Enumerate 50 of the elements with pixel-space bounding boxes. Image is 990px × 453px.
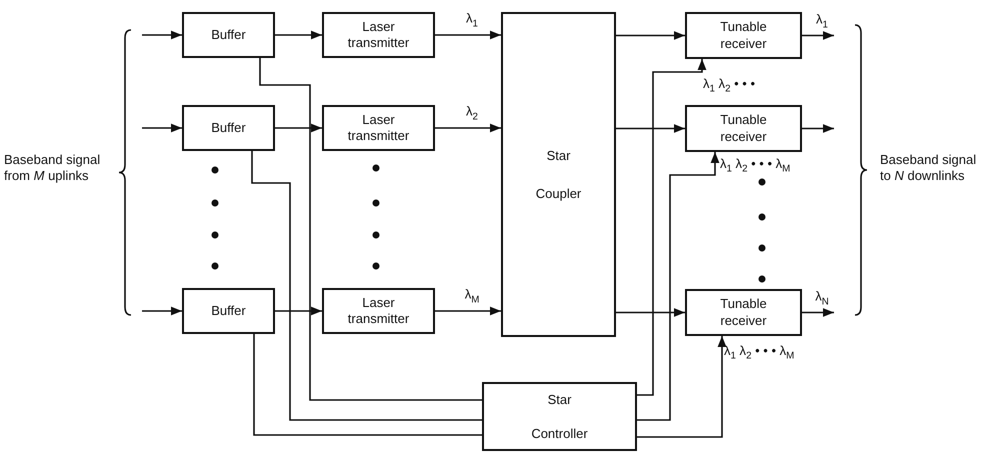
process-box [182, 288, 275, 334]
box-label: Tunable receiver [719, 19, 768, 52]
arrow [616, 31, 685, 40]
connector-line [259, 58, 482, 401]
box-label: Laser transmitter [346, 294, 410, 328]
arrow [142, 30, 182, 40]
arrow [802, 308, 834, 317]
box-label: Buffer [211, 26, 246, 44]
process-box [322, 12, 435, 58]
edge-label: λ$_{N}$ [813, 289, 831, 308]
arrow [275, 306, 322, 316]
arrow [802, 124, 834, 133]
process-box [685, 105, 802, 152]
connector-line [251, 151, 482, 421]
side-note: Baseband signal from M uplinks [4, 152, 102, 184]
process-box [685, 12, 802, 59]
box-label: Laser transmitter [346, 112, 410, 144]
arrow [435, 124, 501, 132]
wavelength-list: λ$_{1}$ λ$_{2}$ • • • λ$_{M}$ [724, 343, 844, 363]
box-label: Buffer [211, 302, 246, 320]
box-label: Tunable receiver [719, 112, 768, 145]
wavelength-list: λ$_{1}$ λ$_{2}$ • • • [703, 76, 803, 96]
process-box [482, 382, 637, 451]
wavelength-list: λ$_{1}$ λ$_{2}$ • • • λ$_{M}$ [720, 156, 840, 176]
arrow [435, 30, 501, 40]
arrow [142, 306, 182, 316]
box-label: Laser transmitter [346, 18, 410, 52]
arrow [275, 124, 322, 132]
arrow [637, 59, 706, 396]
arrow [275, 30, 322, 40]
process-box [322, 105, 435, 151]
box-label: Tunable receiver [719, 296, 768, 329]
arrow [616, 124, 685, 133]
process-box [322, 288, 435, 334]
process-box [501, 12, 616, 337]
process-box [182, 12, 275, 58]
box-label: Star Controller [530, 390, 589, 442]
arrow [435, 306, 501, 316]
box-label: Star Coupler [534, 146, 582, 203]
process-box [182, 105, 275, 151]
arrow [802, 31, 834, 40]
arrow [142, 124, 182, 132]
side-note: Baseband signal to N downlinks [880, 152, 978, 184]
arrow [637, 336, 726, 438]
arrow [637, 152, 720, 421]
edge-label: λ$_{1}$ [814, 12, 830, 30]
box-label: Buffer [211, 120, 246, 136]
connector-line [253, 334, 482, 436]
process-box [685, 289, 802, 336]
arrow [616, 308, 685, 317]
